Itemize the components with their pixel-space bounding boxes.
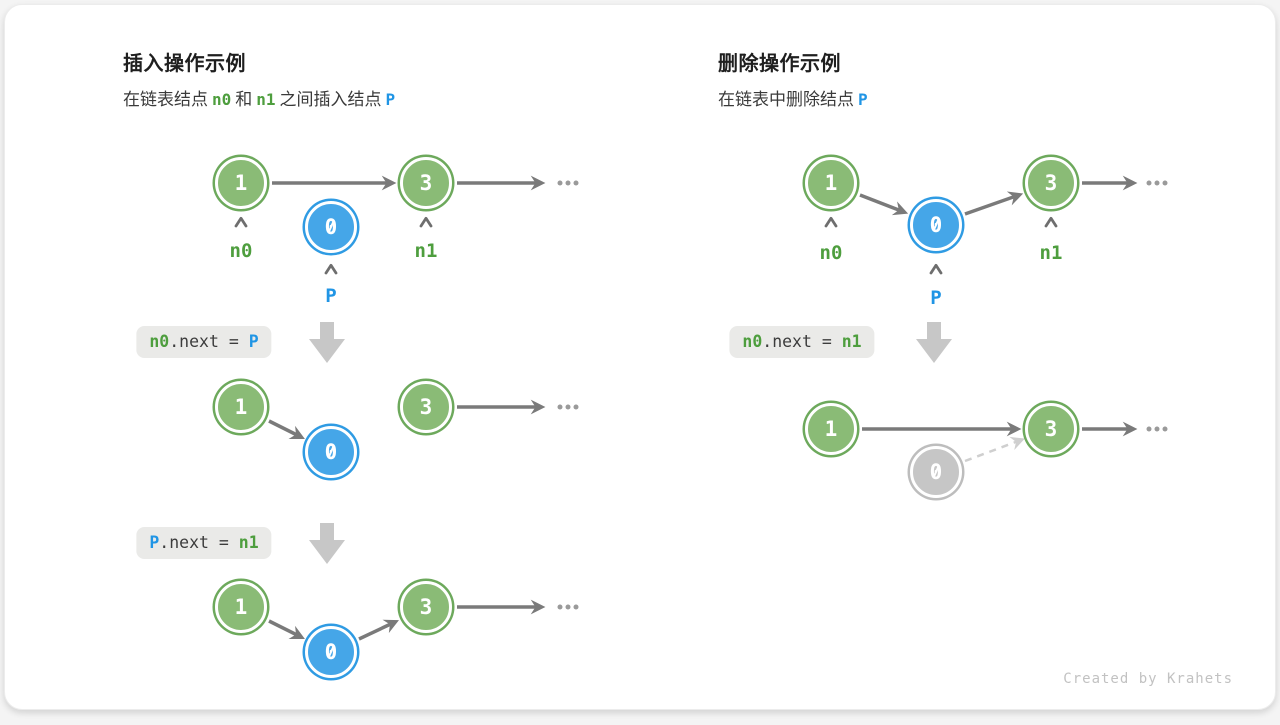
list-node-1-green: 1 (215, 381, 267, 433)
list-node-0-blue: 0 (305, 426, 357, 478)
pointer-arrow-dashed (964, 436, 1025, 463)
subtitle-token-n0: n0 (212, 90, 232, 109)
caret-up-icon (1044, 216, 1058, 228)
down-arrow-icon (916, 322, 952, 364)
node-ref-label-n1: n1 (1039, 242, 1063, 264)
code-chip: n0.next = n1 (729, 326, 875, 358)
node-ref-label-n0: n0 (229, 240, 253, 262)
subtitle-token-P: P (858, 90, 868, 109)
code-token: n1 (841, 332, 862, 351)
ellipsis-dots (557, 404, 579, 410)
list-node-1-green: 1 (805, 157, 857, 209)
dot (1162, 426, 1168, 432)
ellipsis-dots (1146, 426, 1168, 432)
code-token: P (149, 533, 160, 552)
edges-svg (268, 175, 1138, 641)
pointer-arrow (859, 193, 909, 216)
dot (573, 404, 579, 410)
subtitle-token-n1: n1 (256, 90, 276, 109)
ellipsis-dots (1146, 180, 1168, 186)
caret-up-icon (824, 216, 838, 228)
dot (1146, 426, 1152, 432)
list-node-3-green: 3 (400, 581, 452, 633)
code-token: .next = (762, 332, 842, 351)
pointer-arrow (268, 619, 305, 639)
list-node-3-green: 3 (1025, 403, 1077, 455)
caret-up-icon (419, 216, 433, 228)
subtitle-text: 在链表结点 (123, 90, 208, 109)
pointer-arrow (964, 191, 1024, 216)
list-node-1-green: 1 (215, 157, 267, 209)
dot (573, 180, 579, 186)
dot (557, 180, 563, 186)
code-token: P (248, 332, 259, 351)
dot (557, 604, 563, 610)
list-node-0-gray: 0 (910, 446, 962, 498)
code-token: n1 (238, 533, 259, 552)
subtitle-text: 和 (235, 90, 253, 109)
pointer-arrow (268, 419, 305, 439)
code-token: n0 (742, 332, 763, 351)
dot (565, 404, 571, 410)
subtitle-text: 之间插入结点 (279, 90, 382, 109)
list-node-3-green: 3 (1025, 157, 1077, 209)
node-value: 1 (824, 417, 838, 441)
dot (1162, 180, 1168, 186)
code-token: .next = (159, 533, 239, 552)
ellipsis-dots (557, 180, 579, 186)
delete-panel-title: 删除操作示例 (718, 53, 841, 75)
insert-panel-title: 插入操作示例 (123, 53, 246, 75)
down-arrow-icon (309, 523, 345, 565)
dot (565, 604, 571, 610)
caret-up-icon (324, 263, 338, 275)
code-chip: n0.next = P (136, 326, 272, 358)
subtitle-text: 在链表中删除结点 (718, 90, 854, 109)
list-node-3-green: 3 (400, 157, 452, 209)
list-node-0-blue: 0 (910, 199, 962, 251)
subtitle-token-P: P (385, 90, 396, 109)
dot (1146, 180, 1152, 186)
list-node-3-green: 3 (400, 381, 452, 433)
dot (1154, 426, 1160, 432)
code-chip: P.next = n1 (136, 527, 272, 559)
ellipsis-dots (557, 604, 579, 610)
node-value: 1 (234, 595, 248, 619)
node-value: 3 (1044, 417, 1058, 441)
node-ref-label-n0: n0 (819, 242, 843, 264)
dot (557, 404, 563, 410)
node-value: 1 (234, 171, 248, 195)
node-value: 3 (419, 395, 433, 419)
watermark: Created by Krahets (1063, 671, 1233, 687)
pointer-arrow (358, 619, 399, 641)
node-value: 3 (1044, 171, 1058, 195)
down-arrow-icon (309, 322, 345, 364)
node-ref-label-n1: n1 (414, 240, 438, 262)
dot (1154, 180, 1160, 186)
dot (573, 604, 579, 610)
list-node-1-green: 1 (805, 403, 857, 455)
node-value: 3 (419, 171, 433, 195)
diagram-layer: 130103103103130n0n1Pn0n1Pn0.next = PP.ne… (5, 5, 1275, 709)
list-node-1-green: 1 (215, 581, 267, 633)
list-node-0-blue: 0 (305, 626, 357, 678)
node-ref-label-P: P (930, 287, 942, 309)
caret-up-icon (929, 263, 943, 275)
node-ref-label-P: P (325, 285, 337, 307)
caret-up-icon (234, 216, 248, 228)
list-node-0-blue: 0 (305, 201, 357, 253)
dot (565, 180, 571, 186)
node-value: 1 (234, 395, 248, 419)
node-value: 1 (824, 171, 838, 195)
code-token: n0 (149, 332, 170, 351)
code-token: .next = (169, 332, 249, 351)
node-value: 3 (419, 595, 433, 619)
